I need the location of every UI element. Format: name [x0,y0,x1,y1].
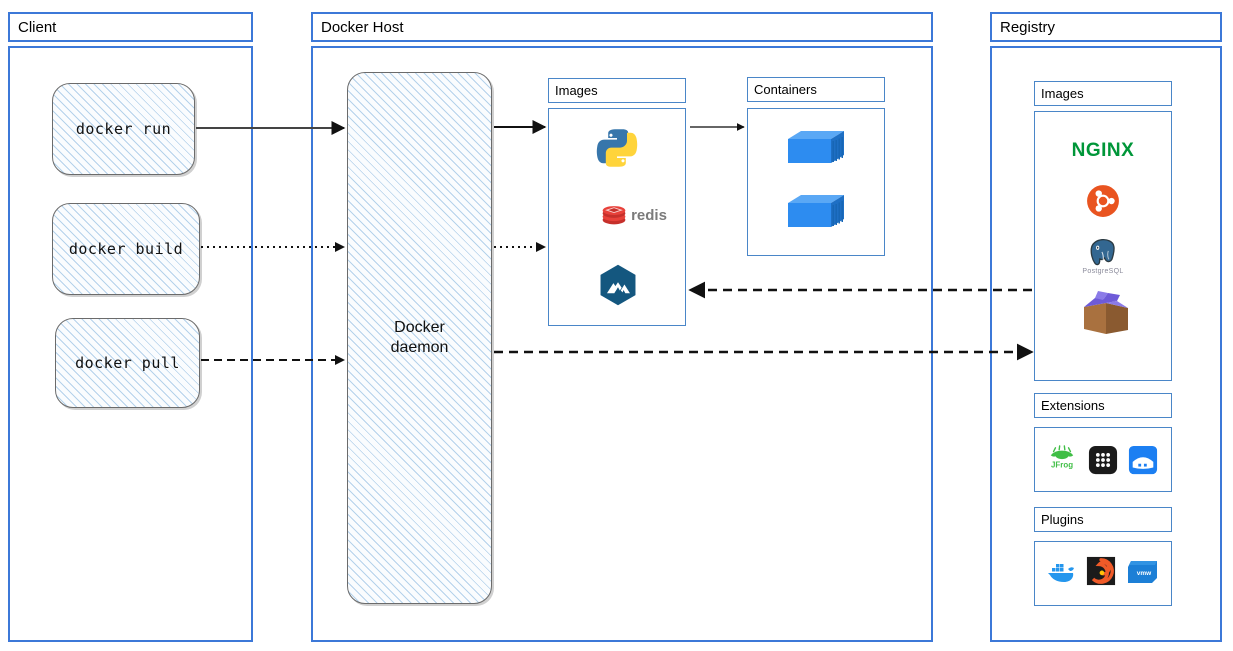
container-icon-svg [788,131,844,163]
docker-host-title-text: Docker Host [321,18,404,36]
disk-storage-icon-svg [1128,445,1158,475]
registry-title-text: Registry [1000,18,1056,36]
postgresql-logo: PostgreSQL [1080,232,1126,278]
client-group-title: Client [8,12,253,42]
package-box-icon-svg [1084,291,1128,334]
registry-images-title: Images [1034,81,1172,106]
host-images-title-text: Images [555,83,598,98]
svg-text:vmw: vmw [1137,570,1152,577]
host-images-title: Images [548,78,686,103]
client-title-text: Client [18,18,57,36]
app-grid-icon-svg [1088,445,1118,475]
vmware-logo-svg: vmw [1128,561,1157,583]
grafana-logo-svg [1086,556,1116,586]
docker-run-node[interactable]: docker run [52,83,195,175]
docker-build-node[interactable]: docker build [52,203,200,295]
docker-run-label: docker run [75,119,172,138]
registry-plugins-title: Plugins [1034,507,1172,532]
docker-daemon-label: Docker daemon [390,319,449,356]
docker-host-group-title: Docker Host [311,12,933,42]
docker-whale-logo [1042,556,1078,588]
nginx-wordmark: NGINX [1071,140,1135,161]
python-logo-svg [596,129,638,167]
postgresql-wordmark: PostgreSQL [1082,267,1124,275]
registry-images-title-text: Images [1041,86,1084,101]
container-icon [785,126,847,172]
redis-logo-svg [602,206,626,225]
alpine-logo-svg [600,264,636,306]
registry-extensions-title: Extensions [1034,393,1172,418]
container-icon [785,190,847,236]
package-box-icon [1080,290,1132,338]
redis-wordmark: redis [631,206,667,224]
ubuntu-logo-svg [1087,185,1119,217]
svg-text:JFrog: JFrog [1051,461,1073,470]
registry-group-title: Registry [990,12,1222,42]
host-containers-title: Containers [747,77,885,102]
container-icon-svg [788,195,844,227]
jfrog-logo: JFrog [1046,444,1078,476]
nginx-logo: NGINX [1034,137,1172,165]
disk-storage-icon [1128,445,1158,475]
alpine-logo [595,262,641,308]
docker-pull-node[interactable]: docker pull [55,318,200,408]
vmware-logo: vmw [1126,558,1162,586]
app-grid-icon [1088,445,1118,475]
docker-build-label: docker build [68,239,184,258]
redis-logo: redis [588,200,680,230]
registry-plugins-title-text: Plugins [1041,512,1084,527]
postgresql-logo-svg [1090,238,1115,265]
host-containers-title-text: Containers [754,82,817,97]
registry-extensions-title-text: Extensions [1041,398,1105,413]
jfrog-logo-svg: JFrog [1050,445,1074,470]
docker-whale-logo-svg [1045,564,1074,582]
docker-daemon-node[interactable]: Docker daemon [347,72,492,604]
ubuntu-logo [1086,184,1120,218]
grafana-logo [1086,556,1116,586]
python-logo [595,126,639,170]
docker-pull-label: docker pull [75,353,180,372]
